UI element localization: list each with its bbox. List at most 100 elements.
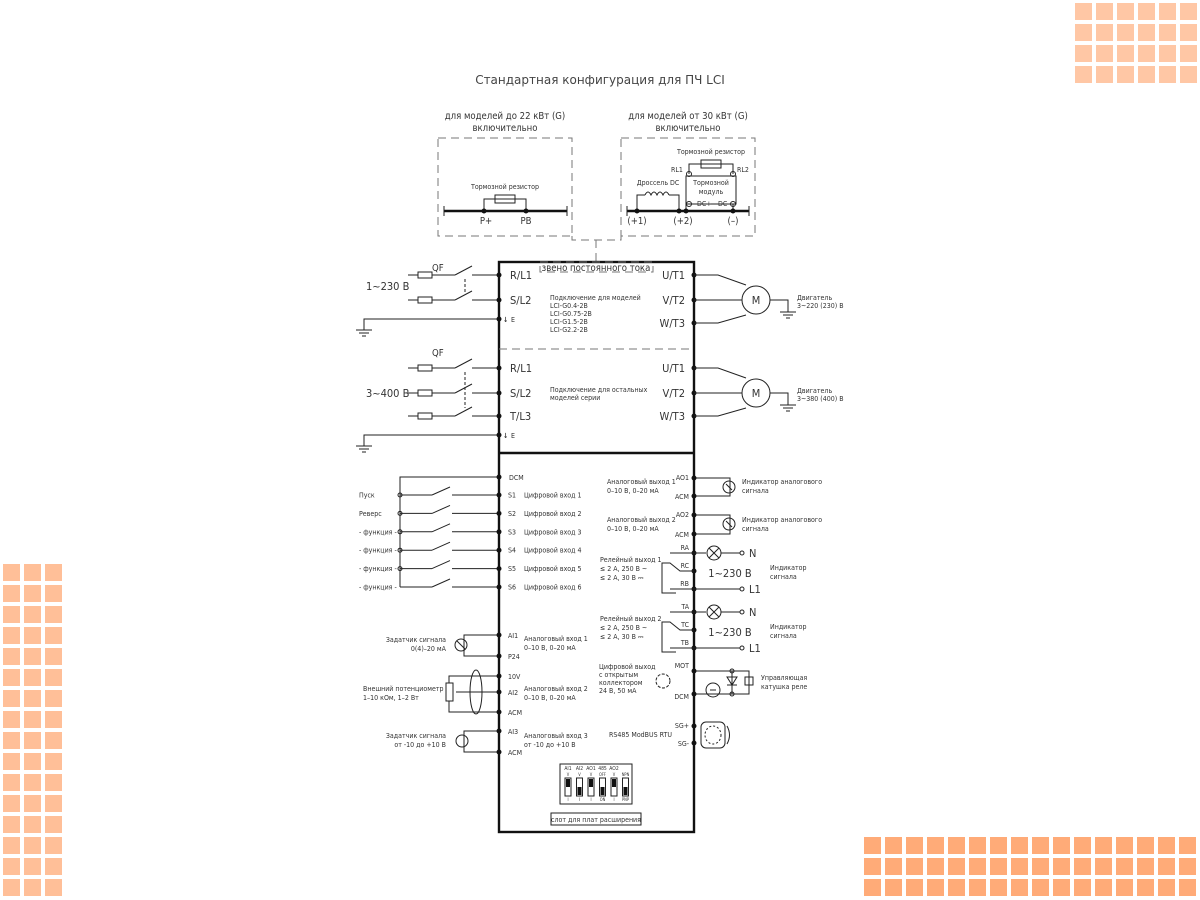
- dip-bottom-label: ON: [600, 797, 606, 802]
- ao1-range: 0–10 В, 0–20 мА: [607, 487, 659, 495]
- dip-top-label: OFF: [599, 772, 606, 777]
- decor-square: [1159, 24, 1176, 41]
- motor-2-label: Двигатель: [797, 387, 832, 395]
- mo-label: Цифровой выход: [599, 663, 656, 671]
- decor-square: [906, 837, 923, 854]
- motor-1: U/T1 V/T2 W/T3 M Двигатель 3~220 (230) В: [660, 269, 844, 330]
- potentiometer-icon: [445, 682, 454, 702]
- decor-square: [1138, 45, 1155, 62]
- decor-square: [1032, 858, 1049, 875]
- decor-square: [1158, 879, 1175, 896]
- ai1-source-label: Задатчик сигнала: [386, 636, 446, 644]
- decor-squares-top-right: [1075, 3, 1197, 83]
- decor-square: [1053, 879, 1070, 896]
- single-phase-supply: QF 1~230 В R/L1 S/L2 ↓ E Подключение для…: [356, 263, 641, 337]
- decor-square: [906, 858, 923, 875]
- decor-square: [1032, 879, 1049, 896]
- decor-square: [1095, 837, 1112, 854]
- optocoupler-icon: [655, 673, 671, 689]
- decor-square: [927, 837, 944, 854]
- terminal-w-t3: W/T3: [660, 317, 685, 330]
- terminal-plus1: (+1): [627, 216, 646, 227]
- terminal-dc-minus: DC-: [718, 200, 730, 208]
- decor-square: [3, 879, 20, 896]
- decor-square: [1117, 66, 1134, 83]
- terminal-l1: L1: [749, 642, 761, 655]
- terminal-p-plus: P+: [480, 216, 492, 227]
- model-note-line: Подключение для моделей: [550, 294, 641, 302]
- braking-large-frame: [620, 137, 756, 237]
- decor-square: [45, 837, 62, 854]
- analog-outputs: AO1 ACM Аналоговый выход 1 0–10 В, 0–20 …: [607, 474, 822, 539]
- decor-square: [45, 711, 62, 728]
- decor-square: [24, 648, 41, 665]
- decor-square: [45, 627, 62, 644]
- decor-square: [1096, 3, 1113, 20]
- model-note-line: LCI-G1.5-2В: [550, 318, 588, 326]
- dip-top-label: V: [567, 772, 570, 777]
- resistor-icon: [494, 194, 516, 204]
- earth-icon: ↓: [503, 432, 508, 440]
- relay-coil-icon: [744, 676, 754, 686]
- ao2-label: Аналоговый выход 2: [607, 516, 676, 524]
- ao1-indicator-label: Индикатор аналогового: [742, 478, 822, 486]
- terminal-s-l2: S/L2: [510, 294, 531, 307]
- decor-square: [969, 858, 986, 875]
- dip-bottom-label: PNP: [622, 797, 630, 802]
- decor-square: [885, 837, 902, 854]
- braking-module-box: [685, 175, 737, 205]
- di-terminal: S6: [508, 584, 516, 592]
- model-note-line: LCI-G0.4-2В: [550, 302, 588, 310]
- signal-source-icon: [454, 638, 468, 652]
- ai1-label: Аналоговый вход 1: [524, 635, 588, 643]
- decor-square: [948, 879, 965, 896]
- di-function-label: Пуск: [359, 492, 375, 500]
- di-terminal: S1: [508, 492, 516, 500]
- decor-square: [1096, 45, 1113, 62]
- decor-square: [24, 795, 41, 812]
- motor-symbol: M: [752, 387, 761, 400]
- decor-square: [885, 879, 902, 896]
- decor-square: [24, 879, 41, 896]
- relay-indicator-label: Индикатор: [770, 623, 806, 631]
- decor-square: [45, 648, 62, 665]
- dip-header: AO2: [609, 766, 619, 772]
- choke-label: Дроссель DC: [637, 179, 680, 187]
- decor-square: [1053, 837, 1070, 854]
- ai2-source-label: Внешний потенциометр: [363, 685, 444, 693]
- decor-square: [1138, 3, 1155, 20]
- decor-square: [1138, 66, 1155, 83]
- decor-square: [3, 858, 20, 875]
- coil-label2: катушка реле: [761, 683, 807, 691]
- terminal-relay-a: RA: [681, 544, 690, 552]
- decor-square: [24, 711, 41, 728]
- di-label: Цифровой вход 3: [524, 528, 582, 536]
- dip-top-label: V: [578, 772, 581, 777]
- dip-bottom-label: I: [590, 797, 591, 802]
- relay-rating-dc: ≤ 2 А, 30 В ⎓: [600, 633, 644, 641]
- terminal-sg-minus: SG-: [678, 740, 689, 748]
- terminal-10v: 10V: [508, 673, 521, 681]
- terminal-w-t3: W/T3: [660, 410, 685, 423]
- decor-square: [3, 816, 20, 833]
- dip-bottom-label: I: [567, 797, 568, 802]
- terminal-dc-plus: DC+: [697, 200, 712, 208]
- relay-rating-ac: ≤ 2 А, 250 В ~: [600, 565, 647, 573]
- ai1-source-range: 0(4)–20 мА: [411, 645, 447, 653]
- terminal-relay-a: TA: [680, 603, 689, 611]
- terminal-acm: ACM: [675, 493, 689, 501]
- decor-square: [24, 690, 41, 707]
- decor-square: [1011, 858, 1028, 875]
- ai2-source-range: 1–10 кОм, 1–2 Вт: [363, 694, 419, 702]
